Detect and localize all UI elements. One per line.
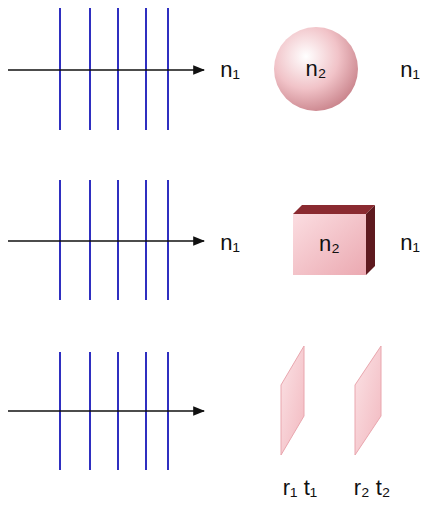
propagation-arrows — [8, 70, 204, 411]
medium-index: n₁ — [400, 58, 420, 82]
medium-index: n₁ — [220, 231, 240, 255]
plate-coefficients: r₂ t₂ — [354, 476, 391, 500]
plates — [281, 346, 381, 455]
wavefronts — [60, 8, 168, 470]
sphere-scatterer: n₂ — [273, 26, 359, 112]
plate-coefficients: r₁ t₁ — [283, 476, 317, 500]
medium-index: n₂ — [319, 232, 340, 256]
medium-index: n₂ — [306, 57, 327, 81]
medium-index: n₁ — [220, 58, 240, 82]
slab-scatterer: n₂ — [293, 205, 375, 275]
medium-index: n₁ — [400, 231, 420, 255]
